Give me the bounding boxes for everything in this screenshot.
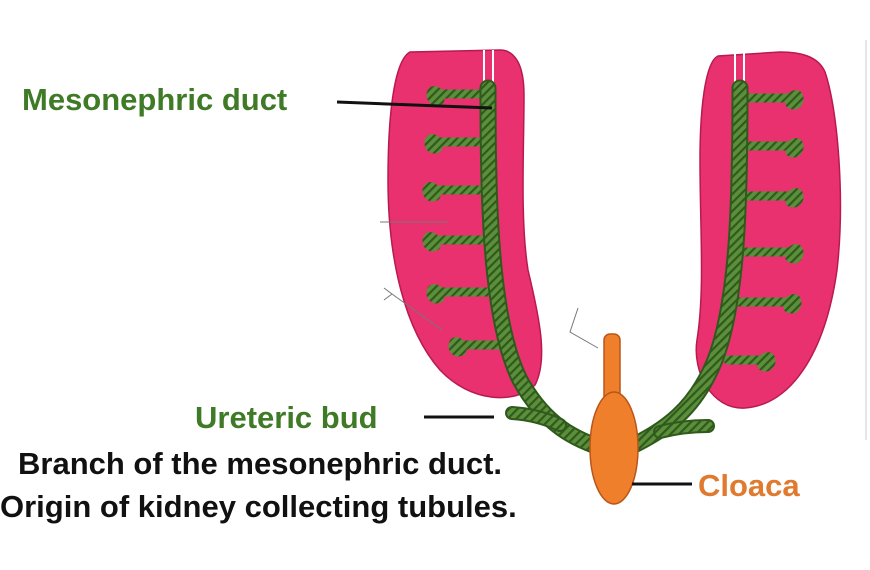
faint-pointer-3: [570, 308, 598, 348]
branch-description: Branch of the mesonephric duct.: [18, 446, 502, 482]
mesonephric-duct-label: Mesonephric duct: [22, 82, 287, 118]
origin-description: Origin of kidney collecting tubules.: [0, 489, 517, 525]
ureteric-bud-label: Ureteric bud: [195, 400, 378, 436]
right-bud-texture: [660, 426, 708, 432]
cloaca-label: Cloaca: [698, 468, 800, 504]
cloaca-shape: [590, 392, 638, 504]
